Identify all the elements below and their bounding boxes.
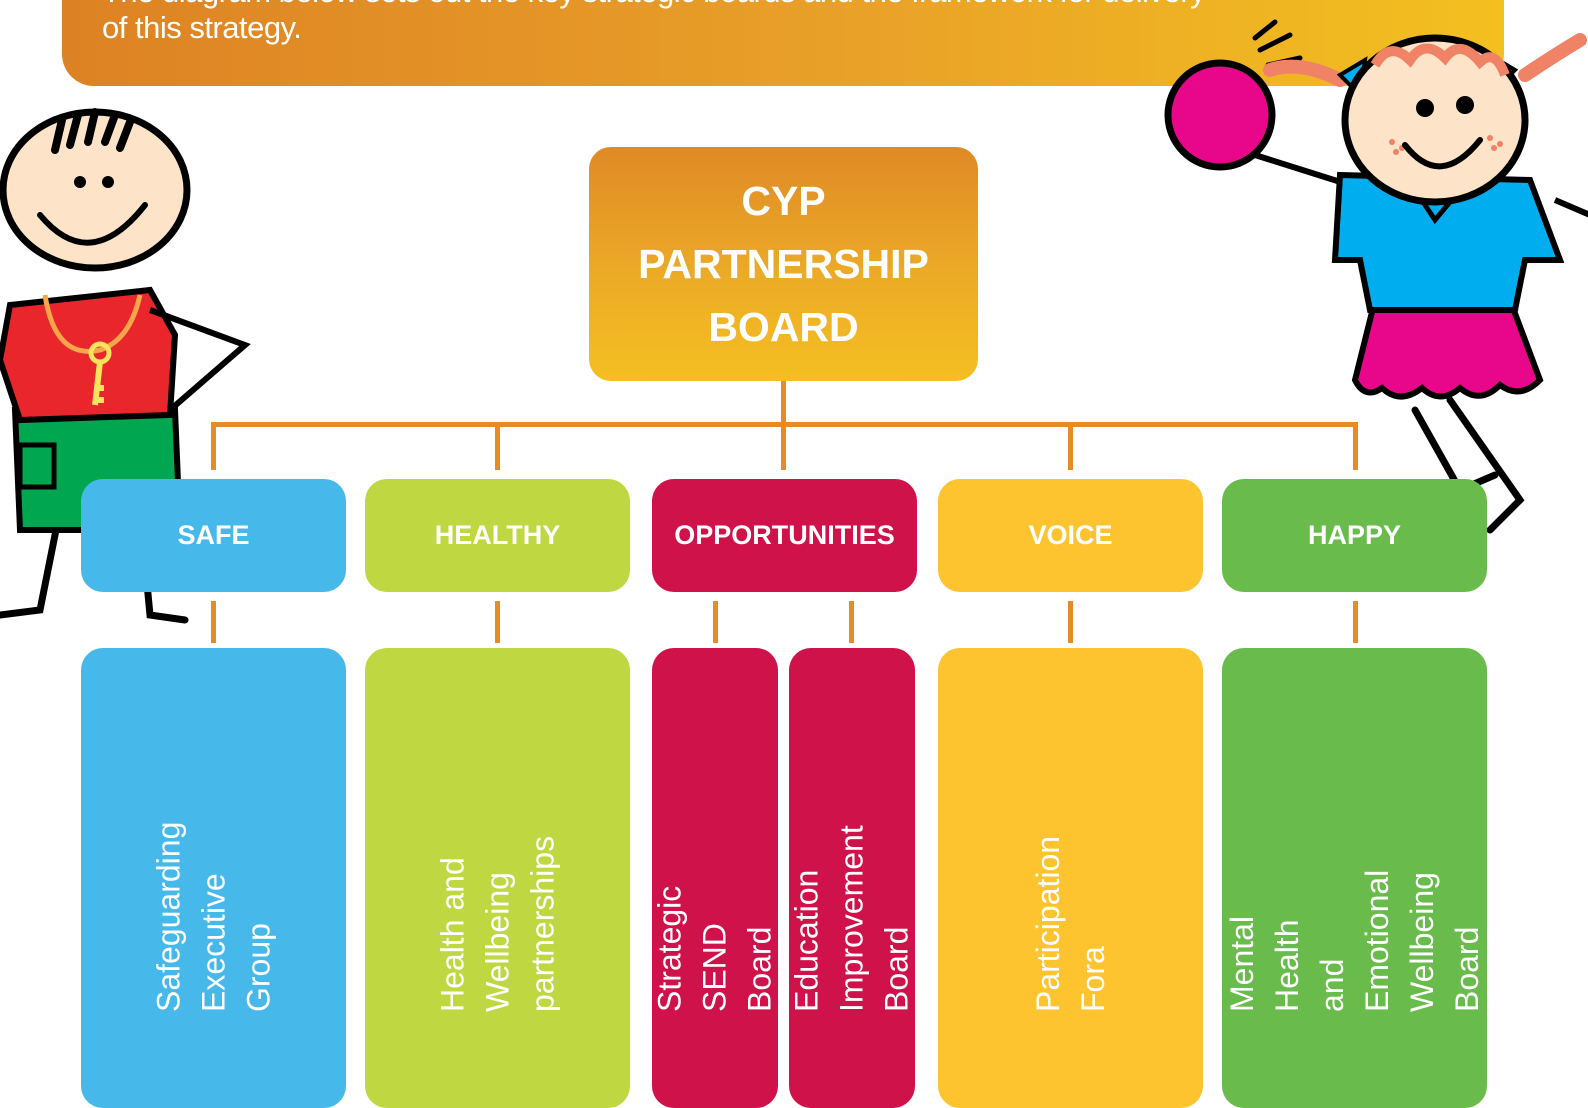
connector-board-down	[781, 381, 786, 426]
cyp-partnership-board: CYP PARTNERSHIP BOARD	[589, 147, 978, 381]
theme-safe: SAFE	[81, 479, 346, 592]
card-health-label: Health and Wellbeing partnerships	[434, 835, 560, 1012]
card-mental-health-label: Mental Health and Emotional Wellbeing Bo…	[1223, 869, 1485, 1012]
connector-happy	[1353, 422, 1358, 470]
connector-opportunities	[781, 422, 786, 470]
connector-safe	[211, 422, 216, 470]
connector-healthy	[495, 422, 500, 470]
connector-happy-sub	[1353, 601, 1358, 643]
theme-voice: VOICE	[938, 479, 1203, 592]
connector-send-sub	[713, 601, 718, 643]
connector-voice-sub	[1068, 601, 1073, 643]
theme-happy-label: HAPPY	[1307, 520, 1402, 550]
card-participation-label: Participation Fora	[1029, 835, 1111, 1012]
connector-healthy-sub	[495, 601, 500, 643]
card-mental-health-board: Mental Health and Emotional Wellbeing Bo…	[1222, 648, 1487, 1108]
card-education-label: Education Improvement Board	[789, 825, 915, 1012]
theme-voice-label: VOICE	[1028, 520, 1113, 550]
theme-opportunities-label: OPPORTUNITIES	[674, 520, 895, 550]
card-strategic-send-board: Strategic SEND Board	[652, 648, 778, 1108]
board-title-line-2: PARTNERSHIP	[638, 240, 929, 287]
card-health-wellbeing-partnerships: Health and Wellbeing partnerships	[365, 648, 630, 1108]
board-title-line-3: BOARD	[708, 303, 859, 350]
theme-opportunities: OPPORTUNITIES	[652, 479, 917, 592]
connector-safe-sub	[211, 601, 216, 643]
theme-safe-label: SAFE	[177, 520, 250, 550]
girl-with-ball-illustration	[1164, 19, 1588, 534]
card-education-improvement-board: Education Improvement Board	[789, 648, 915, 1108]
connector-voice	[1068, 422, 1073, 470]
boy-with-key-illustration	[0, 108, 251, 624]
board-title-line-1: CYP	[741, 177, 826, 224]
card-send-label: Strategic SEND Board	[652, 885, 778, 1012]
card-participation-fora: Participation Fora	[938, 648, 1203, 1108]
connector-education-sub	[849, 601, 854, 643]
intro-text: The diagram below sets out the key strat…	[102, 0, 1206, 82]
intro-text-line-2: of this strategy.	[102, 10, 302, 45]
theme-healthy-label: HEALTHY	[434, 520, 561, 550]
card-safeguarding-label: Safeguarding Executive Group	[150, 821, 276, 1012]
theme-happy: HAPPY	[1222, 479, 1487, 592]
card-safeguarding-executive-group: Safeguarding Executive Group	[81, 648, 346, 1108]
theme-healthy: HEALTHY	[365, 479, 630, 592]
intro-text-line-1: The diagram below sets out the key strat…	[102, 0, 1206, 10]
